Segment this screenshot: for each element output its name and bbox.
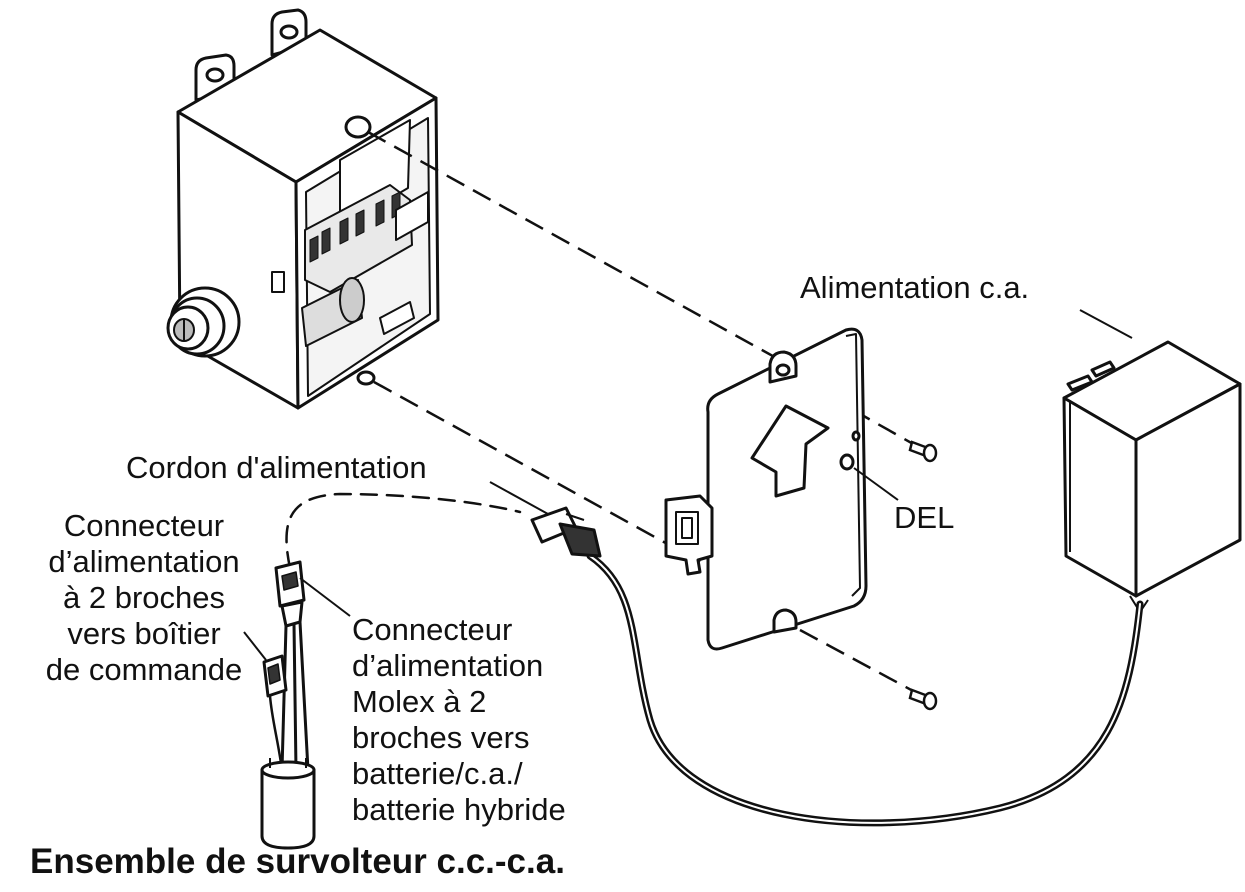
- label-line: d’alimentation: [48, 544, 240, 579]
- label-control-box-connector: Connecteur d’alimentation à 2 broches ve…: [30, 508, 258, 688]
- label-molex-connector: Connecteur d’alimentation Molex à 2 broc…: [352, 612, 566, 828]
- screw-top: [908, 440, 938, 463]
- label-line: Connecteur: [352, 612, 513, 647]
- screw-bottom: [908, 688, 938, 711]
- label-line: à 2 broches: [63, 580, 225, 615]
- mounting-plate: [664, 327, 868, 651]
- label-line: vers boîtier: [67, 616, 221, 651]
- label-line: batterie hybride: [352, 792, 566, 827]
- ac-adapter: [1062, 340, 1242, 613]
- cord-connector: [530, 506, 602, 558]
- label-led: DEL: [894, 500, 955, 535]
- label-line: Connecteur: [63, 508, 225, 543]
- label-line: Molex à 2: [352, 684, 487, 719]
- boost-assembly: [260, 560, 316, 850]
- leader-lines: [243, 309, 1133, 661]
- label-line: de commande: [45, 652, 243, 687]
- label-line: d’alimentation: [352, 648, 544, 683]
- label-ac-power: Alimentation c.a.: [800, 270, 1030, 305]
- diagram-title: Ensemble de survolteur c.c.-c.a.: [30, 842, 565, 881]
- label-line: batterie/c.a./: [352, 756, 523, 791]
- power-cable: [285, 492, 1144, 827]
- label-line: broches vers: [352, 720, 530, 755]
- label-power-cord: Cordon d'alimentation: [126, 450, 427, 485]
- control-box: [166, 8, 440, 410]
